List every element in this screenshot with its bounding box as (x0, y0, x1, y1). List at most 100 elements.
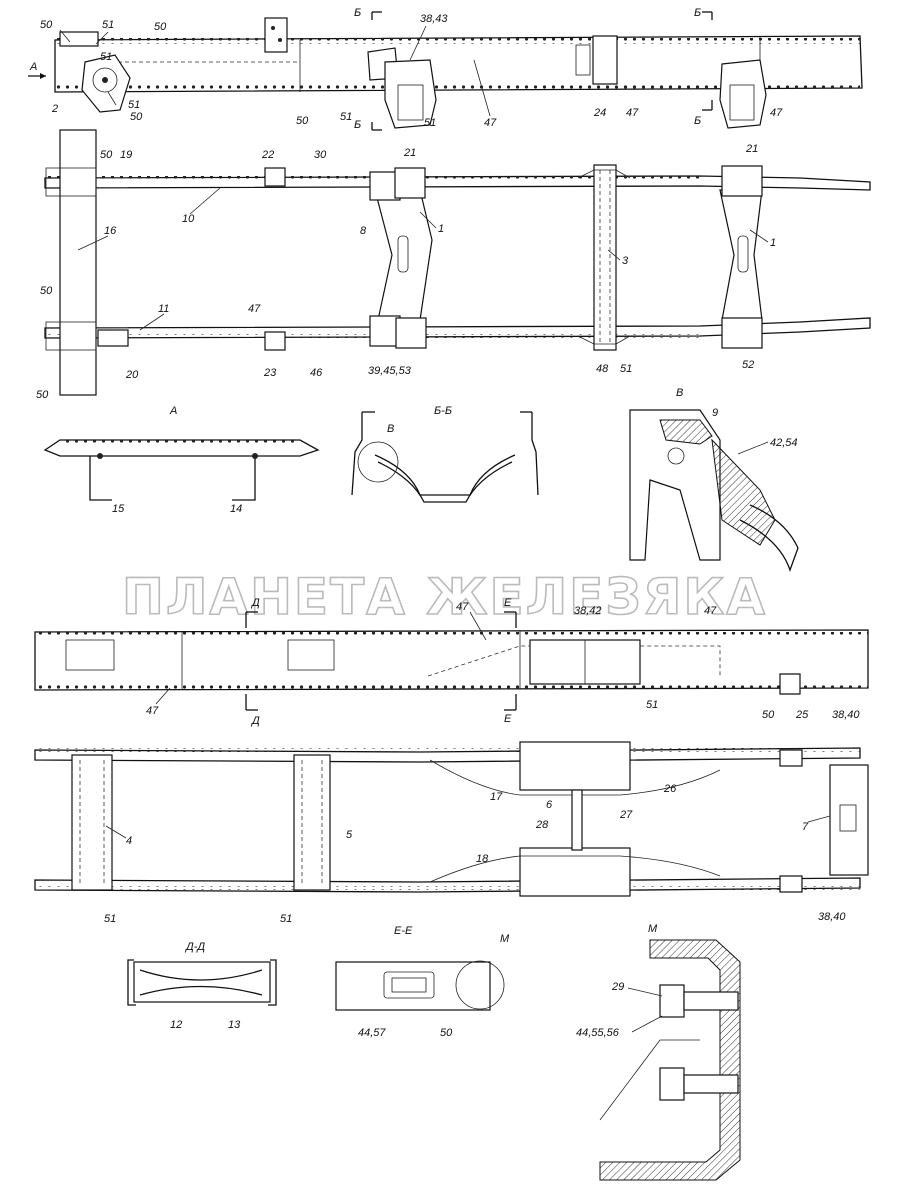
callout-f2-4: 51 (646, 699, 658, 711)
callout-f1-5: 21 (745, 143, 758, 155)
section-d-mark-bottom: Д (250, 715, 260, 727)
callout-f1-1: 19 (120, 149, 132, 161)
callout-f2-0: 47 (456, 601, 469, 613)
side-rail-2: Д Д Е Е (34, 597, 869, 727)
callout-f1-10: 16 (104, 225, 117, 237)
callout-f1-15: 50 (36, 389, 49, 401)
callout-f1-18: 46 (310, 367, 323, 379)
callout-top-7: 50 (296, 115, 309, 127)
callout-f2-3: 47 (146, 705, 159, 717)
callout-f1-2: 22 (261, 149, 274, 161)
callout-a-1: 14 (230, 503, 242, 515)
callout-dd-1: 13 (228, 1019, 241, 1031)
view-ee-title: Е-Е (394, 925, 413, 937)
section-b-mark-bottom-left: Б (354, 119, 361, 131)
callout-f1-11: 3 (622, 255, 629, 267)
callout-f1-14: 47 (248, 303, 261, 315)
callout-ee-0: 44,57 (358, 1027, 386, 1039)
callout-f1-8: 1 (438, 223, 444, 235)
callout-m-1: 44,55,56 (576, 1027, 620, 1039)
view-bb-circle-v: В (387, 423, 394, 435)
callout-top-10: 51 (424, 117, 436, 129)
callout-f2-5: 50 (762, 709, 775, 721)
callout-f1-19: 39,45,53 (368, 365, 412, 377)
callout-f1-9: 1 (770, 237, 776, 249)
callout-f3-0: 17 (490, 791, 503, 803)
top-callouts: 50 51 50 2 51 50 51 50 38,43 51 51 47 24… (40, 13, 783, 129)
callout-f3-6: 4 (126, 835, 132, 847)
callout-top-2: 50 (154, 21, 167, 33)
callout-top-1: 51 (102, 19, 114, 31)
view-a-title: А (169, 405, 177, 417)
frame-view-2 (34, 741, 869, 897)
callout-f3-5: 7 (802, 821, 809, 833)
callout-top-6: 51 (100, 51, 112, 63)
section-b-mark-top-left: Б (354, 7, 361, 19)
view-a: А 15 14 (43, 405, 320, 515)
view-ee-circle-m: М (500, 933, 510, 945)
callout-m-0: 29 (611, 981, 624, 993)
callout-top-0: 50 (40, 19, 53, 31)
section-b-mark-bottom-right: Б (694, 115, 701, 127)
frame-view-2-callouts: 17 26 6 28 27 7 4 5 18 51 51 38,40 (104, 783, 846, 925)
callout-f1-20: 48 (596, 363, 609, 375)
callout-f3-1: 26 (663, 783, 677, 795)
callout-f2-6: 25 (795, 709, 809, 721)
watermark-text: ПЛАНЕТА ЖЕЛЕЗЯКА (122, 568, 767, 626)
view-dd-title: Д-Д (184, 941, 205, 953)
callout-a-0: 15 (112, 503, 125, 515)
section-a-mark: А (29, 61, 37, 73)
section-e-mark-top: Е (504, 597, 512, 609)
callout-top-5: 50 (130, 111, 143, 123)
view-ee: Е-Е М 44,57 50 (335, 925, 510, 1039)
callout-f3-8: 18 (476, 853, 489, 865)
callout-f1-6: 10 (182, 213, 195, 225)
callout-top-3: 2 (51, 103, 58, 115)
view-m: М 29 44,55,56 (576, 923, 741, 1181)
callout-ee-1: 50 (440, 1027, 453, 1039)
section-d-mark-top: Д (250, 597, 260, 609)
callout-f2-2: 47 (704, 605, 717, 617)
callout-f3-2: 6 (546, 799, 553, 811)
view-bb: Б-Б В (351, 405, 539, 503)
callout-f1-17: 23 (263, 367, 277, 379)
callout-dd-0: 12 (170, 1019, 182, 1031)
callout-f3-4: 27 (619, 809, 633, 821)
callout-f1-3: 30 (314, 149, 327, 161)
callout-top-4: 51 (128, 99, 140, 111)
view-m-title: М (648, 923, 658, 935)
callout-f1-16: 20 (125, 369, 139, 381)
callout-f1-13: 11 (158, 303, 169, 315)
callout-top-14: 47 (770, 107, 783, 119)
callout-v-1: 42,54 (770, 437, 798, 449)
callout-f1-0: 50 (100, 149, 113, 161)
callout-f1-7: 8 (360, 225, 367, 237)
callout-v-0: 9 (712, 407, 718, 419)
section-b-mark-top-right: Б (694, 7, 701, 19)
frame-view-1-callouts: 50 19 22 30 21 21 10 8 1 1 16 3 50 11 47… (36, 143, 776, 401)
section-e-mark-bottom: Е (504, 713, 512, 725)
view-v-title: В (676, 387, 683, 399)
callout-top-8: 38,43 (420, 13, 448, 25)
view-bb-title: Б-Б (434, 405, 452, 417)
callout-top-9: 51 (340, 111, 352, 123)
callout-f2-7: 38,40 (832, 709, 860, 721)
view-v: В 9 42,54 (629, 387, 799, 572)
callout-f3-7: 5 (346, 829, 353, 841)
frame-view-1 (44, 129, 871, 396)
callout-top-12: 24 (593, 107, 606, 119)
side-rail-2-callouts: 47 38,42 47 47 51 50 25 38,40 (146, 601, 860, 721)
callout-f1-22: 52 (742, 359, 754, 371)
callout-f3-10: 51 (280, 913, 292, 925)
callout-top-13: 47 (626, 107, 639, 119)
top-side-rail (28, 11, 863, 131)
top-section-labels: А Б Б Б Б (29, 7, 701, 131)
callout-f3-9: 51 (104, 913, 116, 925)
callout-f3-3: 28 (535, 819, 549, 831)
callout-f1-4: 21 (403, 147, 416, 159)
callout-f1-21: 51 (620, 363, 632, 375)
callout-f2-1: 38,42 (574, 605, 602, 617)
callout-top-11: 47 (484, 117, 497, 129)
view-dd: Д-Д 12 13 (127, 941, 277, 1031)
